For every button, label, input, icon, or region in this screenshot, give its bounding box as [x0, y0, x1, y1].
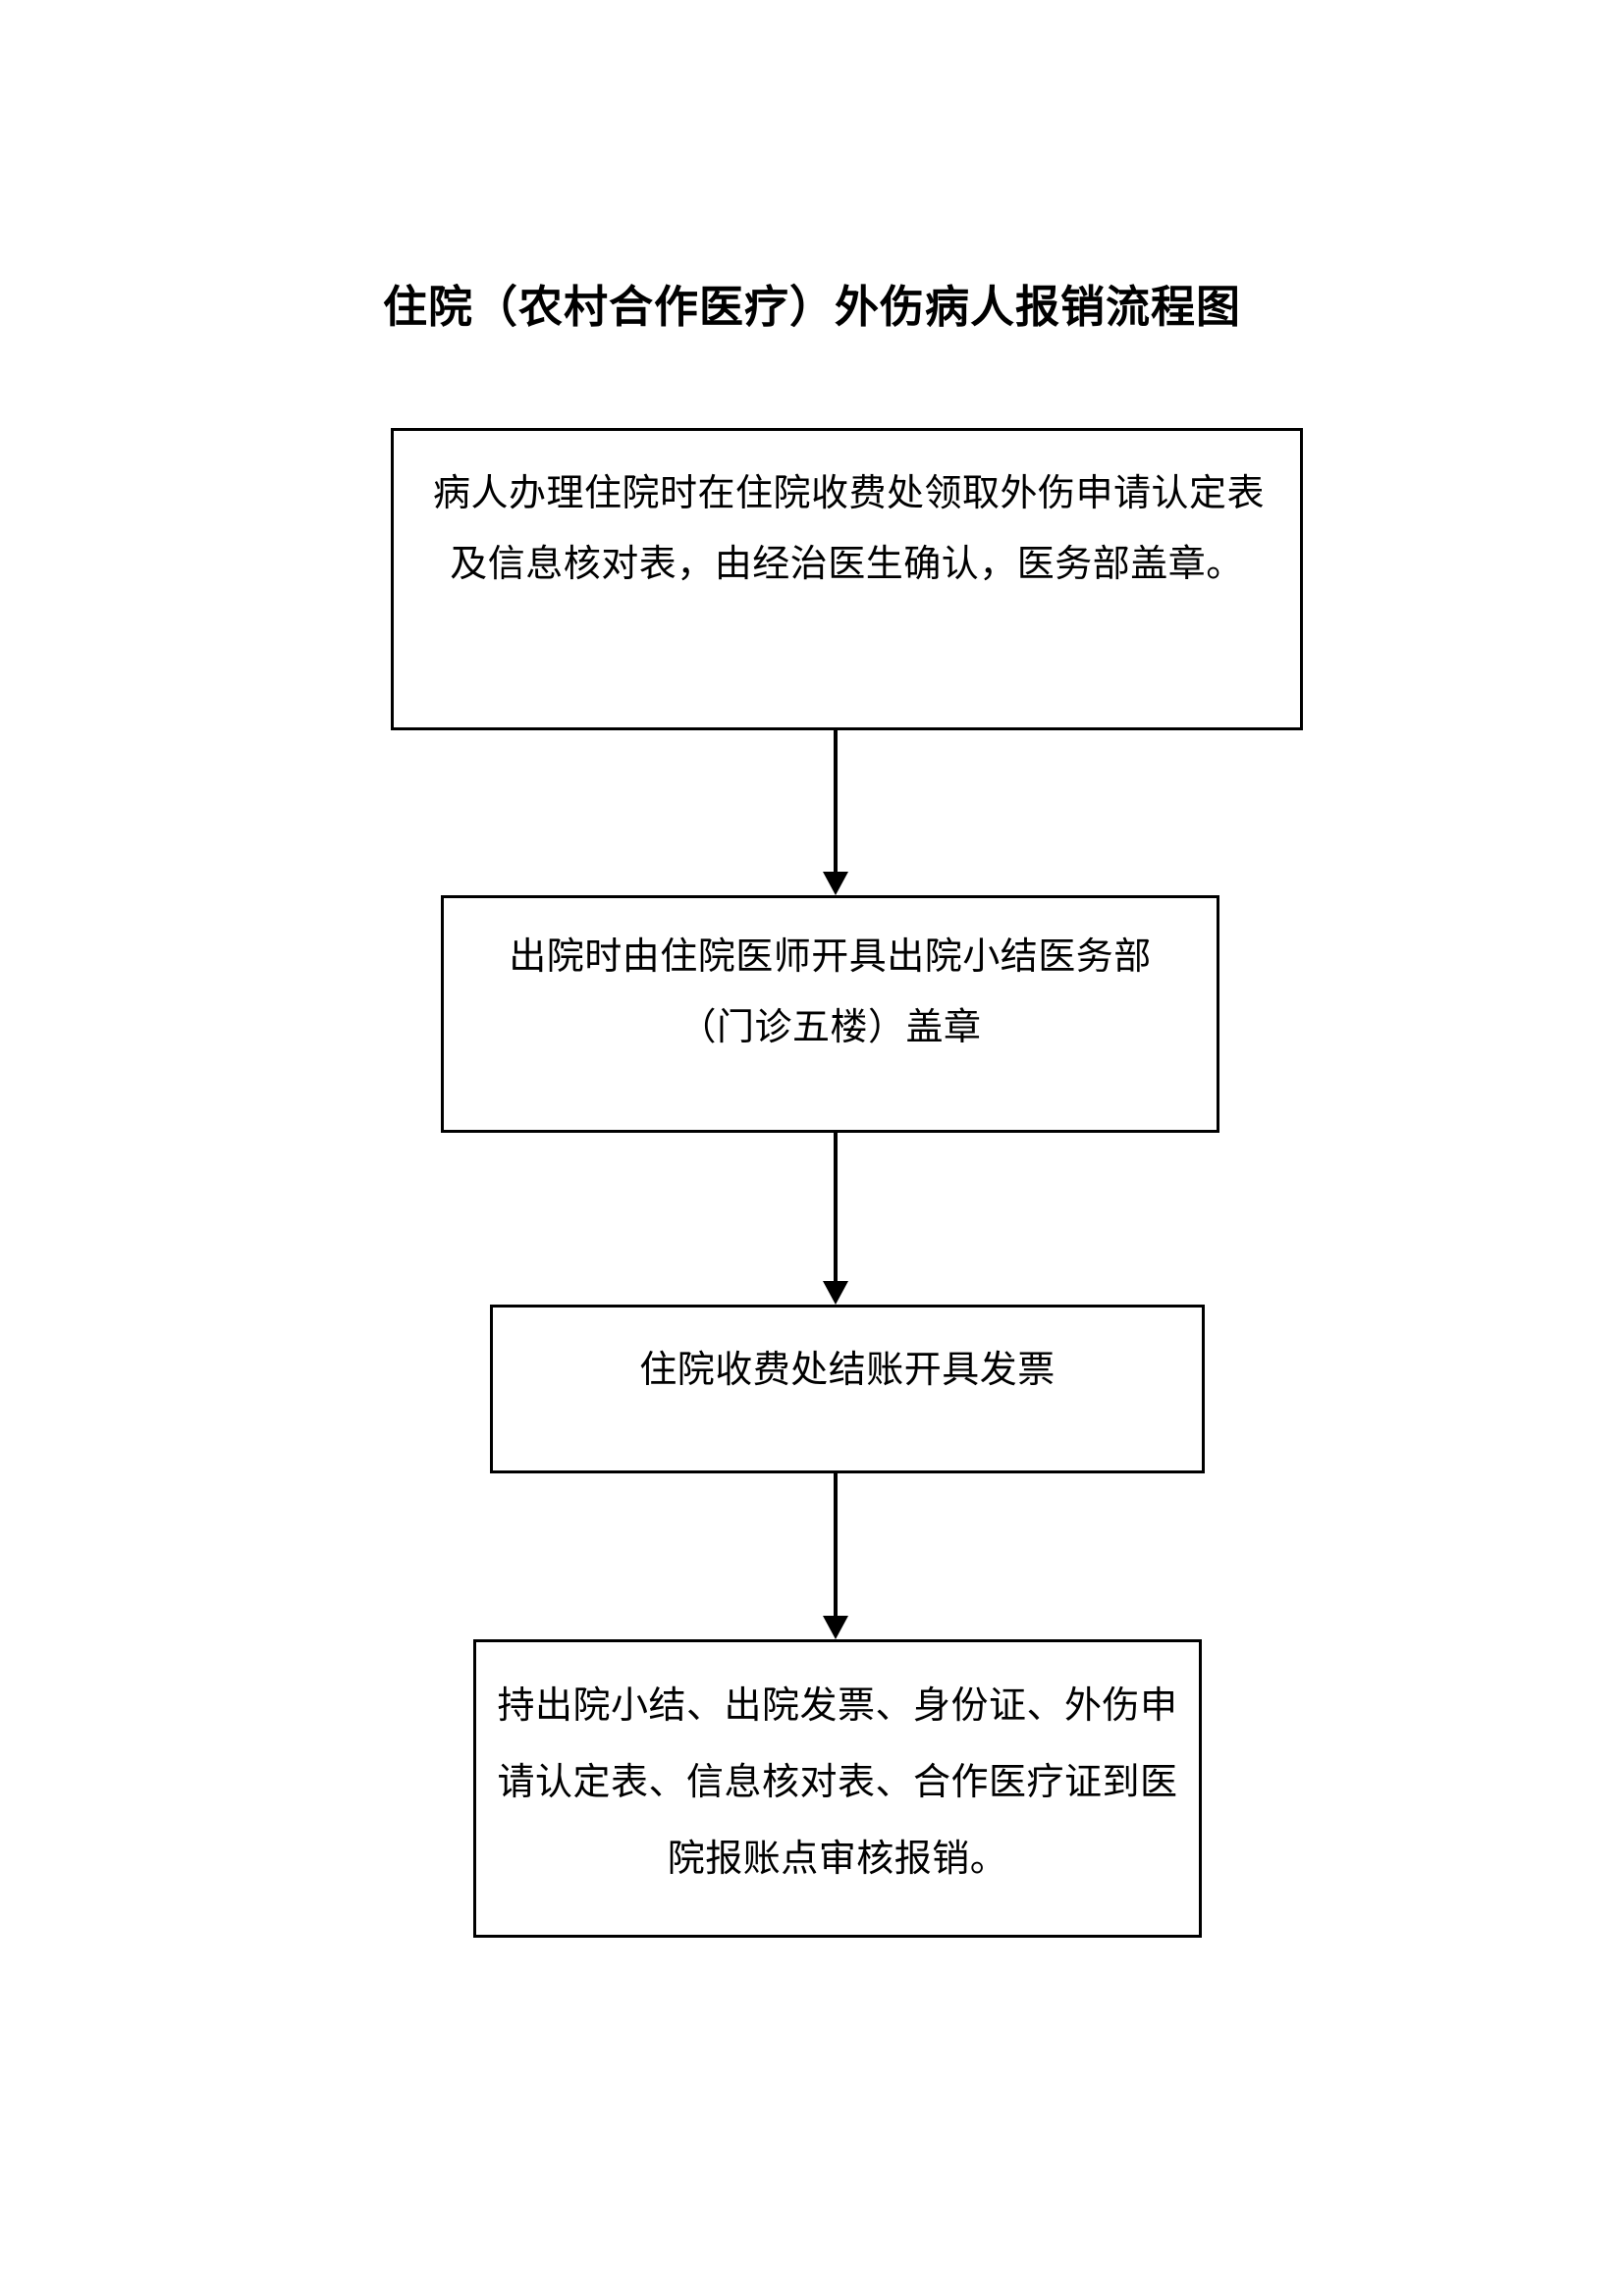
arrow-head [823, 1281, 848, 1305]
node-text-line: 及信息核对表，由经治医生确认，医务部盖章。 [450, 544, 1244, 585]
node-text-line: （门诊五楼）盖章 [678, 1007, 982, 1048]
arrow-head [823, 1616, 848, 1639]
flowchart-node-step-1: 病人办理住院时在住院收费处领取外伤申请认定表 及信息核对表，由经治医生确认，医务… [391, 428, 1303, 730]
arrow-shaft [834, 730, 838, 876]
node-text-line: 请认定表、信息核对表、合作医疗证到医 [497, 1762, 1178, 1803]
flowchart-node-step-3: 住院收费处结账开具发票 [490, 1305, 1205, 1473]
arrow-shaft [834, 1473, 838, 1620]
node-text-line: 出院时由住院医师开具出院小结医务部 [509, 936, 1152, 978]
arrow-shaft [834, 1133, 838, 1285]
node-text-line: 院报账点审核报销。 [667, 1839, 1008, 1880]
node-text-line: 住院收费处结账开具发票 [639, 1350, 1056, 1391]
node-text-line: 持出院小结、出院发票、身份证、外伤申 [497, 1685, 1178, 1727]
flowchart-node-step-4: 持出院小结、出院发票、身份证、外伤申 请认定表、信息核对表、合作医疗证到医 院报… [473, 1639, 1202, 1938]
page-title: 住院（农村合作医疗）外伤病人报销流程图 [382, 282, 1241, 332]
node-text-line: 病人办理住院时在住院收费处领取外伤申请认定表 [432, 473, 1265, 514]
flowchart-node-step-2: 出院时由住院医师开具出院小结医务部 （门诊五楼）盖章 [441, 895, 1219, 1133]
arrow-head [823, 872, 848, 895]
